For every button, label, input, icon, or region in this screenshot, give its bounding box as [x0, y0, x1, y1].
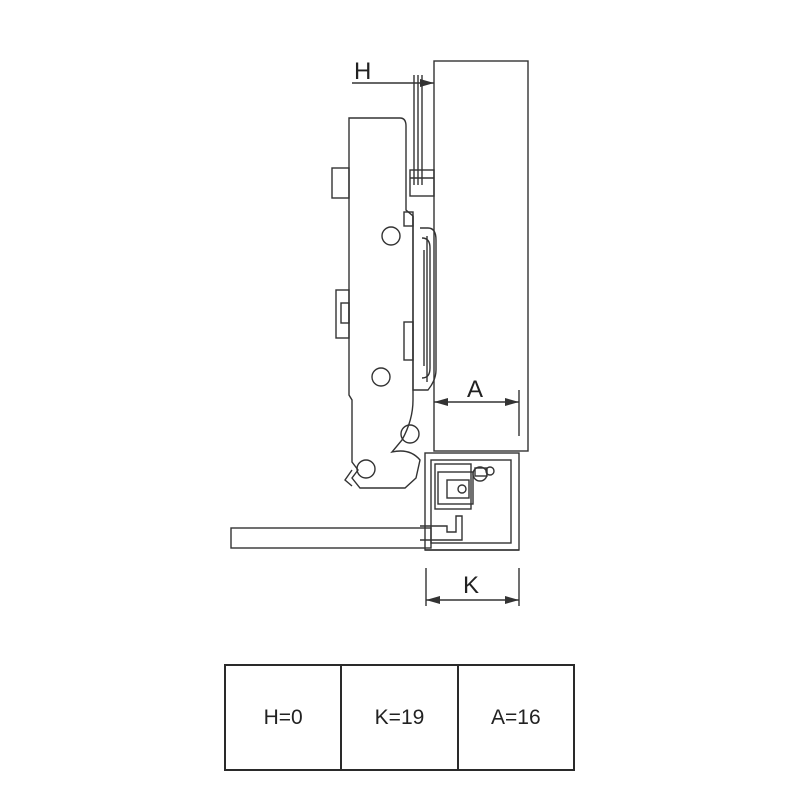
dimension-a: [434, 390, 520, 436]
dimension-label-h: H: [354, 58, 371, 85]
dimension-k: [425, 568, 520, 606]
cabinet-side-panel: [230, 527, 432, 549]
hinge-arm: [331, 117, 421, 489]
spec-cell-k: K=19: [340, 664, 459, 771]
mounting-plate: [420, 452, 520, 551]
spec-cell-a: A=16: [456, 664, 576, 771]
spec-table-row: H=0 K=19 A=16: [223, 664, 576, 771]
spec-table: H=0 K=19 A=16: [223, 664, 576, 771]
hinge-cup: [409, 169, 437, 391]
dimension-label-a: A: [467, 376, 483, 403]
dimension-h: [352, 75, 434, 185]
door-panel: [433, 60, 529, 452]
dimension-label-k: K: [463, 572, 479, 599]
spec-cell-h: H=0: [223, 664, 343, 771]
